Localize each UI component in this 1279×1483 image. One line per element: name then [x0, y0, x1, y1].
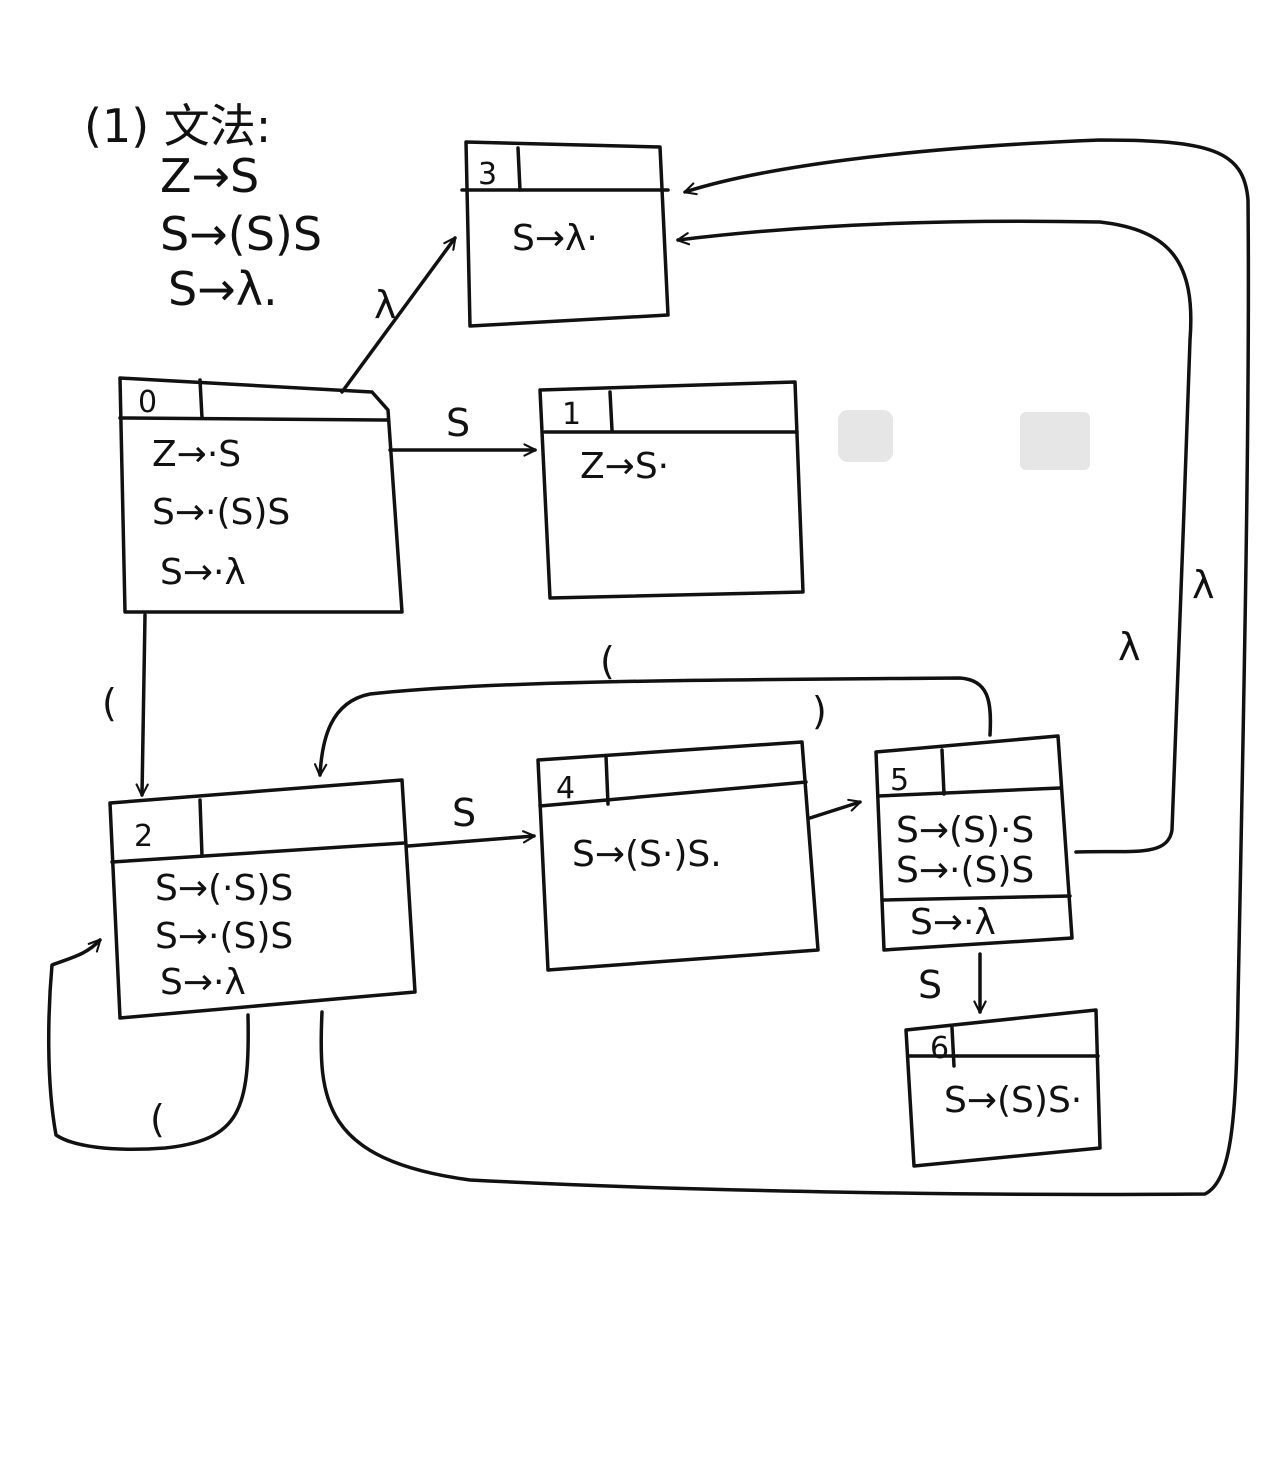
transition-4-5	[808, 798, 862, 820]
scan-smudge	[1020, 412, 1090, 470]
state-item: S→λ·	[512, 218, 598, 259]
state-item: Z→·S	[152, 434, 241, 475]
grammar-block: (1) 文法: Z→S S→(S)S S→λ.	[84, 99, 322, 316]
state-item: S→·λ	[910, 902, 996, 943]
state-number: 2	[134, 819, 153, 854]
state-item: S→·(S)S	[896, 850, 1034, 891]
grammar-rule: Z→S	[160, 149, 259, 203]
state-number: 1	[562, 397, 581, 432]
state-item: S→(S)S·	[944, 1080, 1082, 1121]
state-6: 6 S→(S)S·	[904, 1008, 1102, 1168]
state-item: S→·(S)S	[152, 492, 290, 533]
state-number: 6	[930, 1031, 949, 1066]
state-number: 5	[890, 763, 909, 798]
state-item: S→·λ	[160, 962, 246, 1003]
state-item: S→(S)·S	[896, 810, 1034, 851]
grammar-heading: (1) 文法:	[84, 99, 271, 153]
scan-smudge	[838, 410, 893, 462]
state-3: 3 S→λ·	[460, 140, 670, 328]
transition-2-3	[319, 138, 1251, 1197]
transition-label: (	[600, 639, 615, 683]
transition-label: S	[452, 791, 476, 835]
transition-5-2	[313, 676, 993, 777]
state-item: S→·(S)S	[155, 916, 293, 957]
state-item: S→(S·)S.	[572, 834, 722, 875]
transition-2-2	[46, 938, 250, 1151]
transition-label: (	[102, 681, 117, 725]
transition-label: λ	[1118, 625, 1141, 669]
transition-0-2	[135, 613, 149, 797]
state-item: S→(·S)S	[155, 868, 293, 909]
transition-0-3	[340, 236, 457, 394]
state-2: 2 S→(·S)S S→·(S)S S→·λ	[108, 778, 417, 1020]
transition-label: S	[918, 963, 942, 1007]
transition-label: (	[150, 1097, 165, 1141]
state-item: S→·λ	[160, 552, 246, 593]
transition-2-4	[406, 830, 536, 848]
state-1: 1 Z→S·	[538, 380, 805, 600]
transition-5-3	[676, 219, 1193, 854]
state-5: 5 S→(S)·S S→·(S)S S→·λ	[874, 734, 1074, 952]
grammar-rule: S→(S)S	[160, 207, 322, 261]
state-number: 3	[478, 157, 497, 192]
state-4: 4 S→(S·)S.	[536, 740, 820, 972]
transition-label: )	[812, 689, 827, 733]
state-0: 0 Z→·S S→·(S)S S→·λ	[118, 376, 404, 614]
state-item: Z→S·	[580, 446, 669, 487]
grammar-rule: S→λ.	[168, 262, 278, 316]
transition-label: λ	[374, 283, 397, 327]
state-number: 4	[556, 771, 575, 806]
transition-label: λ	[1192, 563, 1215, 607]
state-number: 0	[138, 385, 157, 420]
transition-label: S	[446, 401, 470, 445]
